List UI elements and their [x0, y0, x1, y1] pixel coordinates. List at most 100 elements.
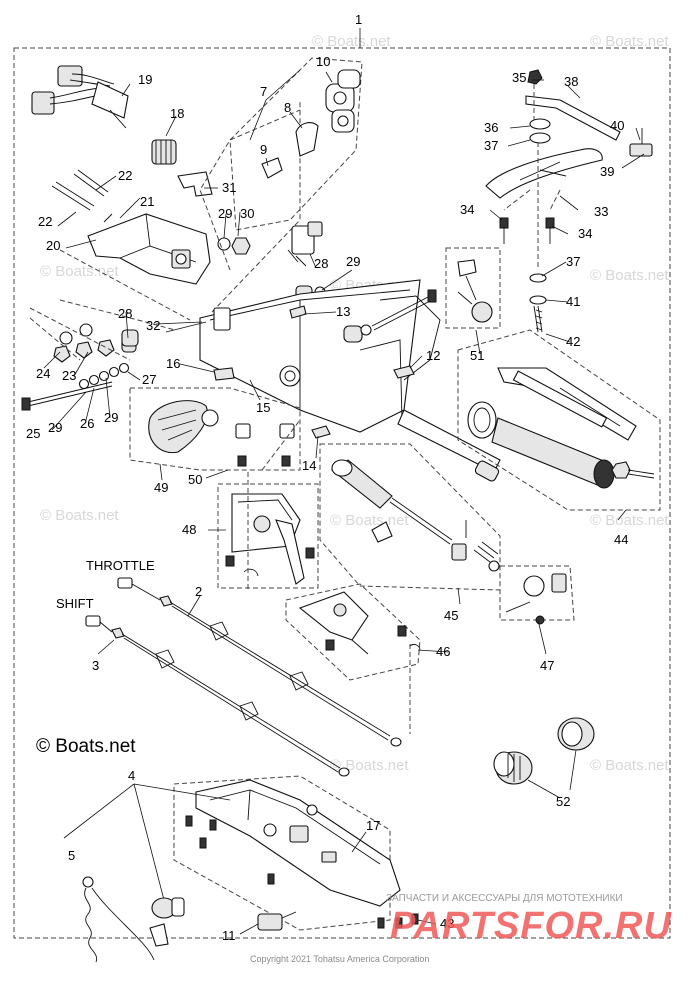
bracket [87, 213, 211, 285]
part-label-35: 35 [512, 70, 526, 85]
part-label-42: 42 [566, 334, 580, 349]
throttle-label: THROTTLE [86, 558, 155, 573]
stamp-watermark: ЗАПЧАСТИ И АКСЕССУАРЫ ДЛЯ МОТОТЕХНИКИ PA… [386, 893, 671, 947]
shift-cable [85, 615, 350, 777]
part-label-20: 20 [46, 238, 60, 253]
switch [287, 221, 323, 267]
part-label-16: 16 [166, 356, 180, 371]
part-label-28: 28 [118, 306, 132, 321]
part-label-38: 38 [564, 74, 578, 89]
part-label-28: 28 [314, 256, 328, 271]
group-frame-44 [457, 329, 661, 511]
part-label-22: 22 [38, 214, 52, 229]
knobs [493, 717, 595, 799]
part-label-34: 34 [578, 226, 592, 241]
sub-parts-7 [261, 69, 361, 179]
watermark: © Boats.net [40, 507, 119, 524]
watermark: © Boats.net [312, 33, 391, 50]
neutral-switch [505, 573, 567, 625]
part-label-37: 37 [566, 254, 580, 269]
watermark: © Boats.net [330, 512, 409, 529]
group-frame-49 [129, 387, 301, 471]
part-label-47: 47 [540, 658, 554, 673]
part-label-8: 8 [284, 100, 291, 115]
part-label-9: 9 [260, 142, 267, 157]
spring [151, 139, 177, 165]
watermark: © Boats.net [590, 33, 669, 50]
part-label-30: 30 [240, 206, 254, 221]
part-label-50: 50 [188, 472, 202, 487]
group-frame-46 [285, 583, 421, 681]
bolt [371, 295, 433, 331]
part-label-17: 17 [366, 818, 380, 833]
group-frame-47 [499, 565, 575, 621]
watermark: © Boats.net [40, 263, 119, 280]
nut [231, 237, 251, 255]
part-label-43: 43 [440, 916, 454, 931]
pad [213, 367, 235, 381]
throttle-lever [225, 493, 315, 585]
part-label-34: 34 [460, 202, 474, 217]
part-label-19: 19 [138, 72, 152, 87]
wiring-harness [31, 65, 129, 129]
clip [177, 171, 213, 197]
part-label-24: 24 [36, 366, 50, 381]
part-label-29: 29 [104, 410, 118, 425]
control-body [121, 279, 501, 482]
part-label-52: 52 [556, 794, 570, 809]
sub-parts-44 [467, 367, 655, 489]
group-frame-7 [229, 57, 363, 231]
part-label-31: 31 [222, 180, 236, 195]
part-label-33: 33 [594, 204, 608, 219]
stamp-text: ЗАПЧАСТИ И АКСЕССУАРЫ ДЛЯ МОТОТЕХНИКИ [386, 893, 623, 904]
part-label-26: 26 [80, 416, 94, 431]
part-label-39: 39 [600, 164, 614, 179]
part-label-4: 4 [128, 768, 135, 783]
guide-lines [247, 419, 411, 734]
sub-parts-51 [457, 259, 493, 323]
leader-line [63, 783, 231, 901]
group-frame-51 [445, 247, 501, 329]
part-label-46: 46 [436, 644, 450, 659]
stud-bolts [51, 169, 109, 211]
assembly-frame [13, 47, 671, 939]
part-label-13: 13 [336, 304, 350, 319]
part-label-21: 21 [140, 194, 154, 209]
leader-lines [43, 69, 645, 935]
watermark: © Boats.net [330, 757, 409, 774]
part-label-48: 48 [182, 522, 196, 537]
part-label-29: 29 [346, 254, 360, 269]
lower-cover [185, 779, 401, 907]
pad [311, 425, 331, 439]
guide-lines [29, 109, 301, 361]
shift-lever [298, 591, 421, 655]
stamp-logo: PARTSFOR.RU [390, 905, 672, 947]
bushing [343, 325, 363, 343]
part-label-7: 7 [260, 84, 267, 99]
sub-parts-49 [148, 400, 295, 467]
watermark: © Boats.net [590, 757, 669, 774]
part-number-labels: 1 2 3 4 5 7 8 9 10 11 12 13 14 15 16 17 … [26, 12, 628, 943]
part-label-25: 25 [26, 426, 40, 441]
part-label-37: 37 [484, 138, 498, 153]
copyright-logo: © Boats.net [36, 736, 136, 757]
part-label-44: 44 [614, 532, 628, 547]
part-label-29: 29 [48, 420, 62, 435]
shift-label: SHIFT [56, 596, 94, 611]
connector [257, 913, 283, 931]
part-label-22: 22 [118, 168, 132, 183]
friction-plate [485, 69, 653, 333]
pad [393, 365, 415, 379]
guide-lines [59, 100, 301, 331]
part-label-5: 5 [68, 848, 75, 863]
part-label-51: 51 [470, 348, 484, 363]
throttle-cable [117, 577, 402, 747]
lanyard [82, 876, 169, 963]
part-label-11: 11 [222, 928, 236, 943]
part-label-3: 3 [92, 658, 99, 673]
part-label-1: 1 [355, 12, 362, 27]
part-label-23: 23 [62, 368, 76, 383]
part-label-18: 18 [170, 106, 184, 121]
watermark: © Boats.net [590, 512, 669, 529]
